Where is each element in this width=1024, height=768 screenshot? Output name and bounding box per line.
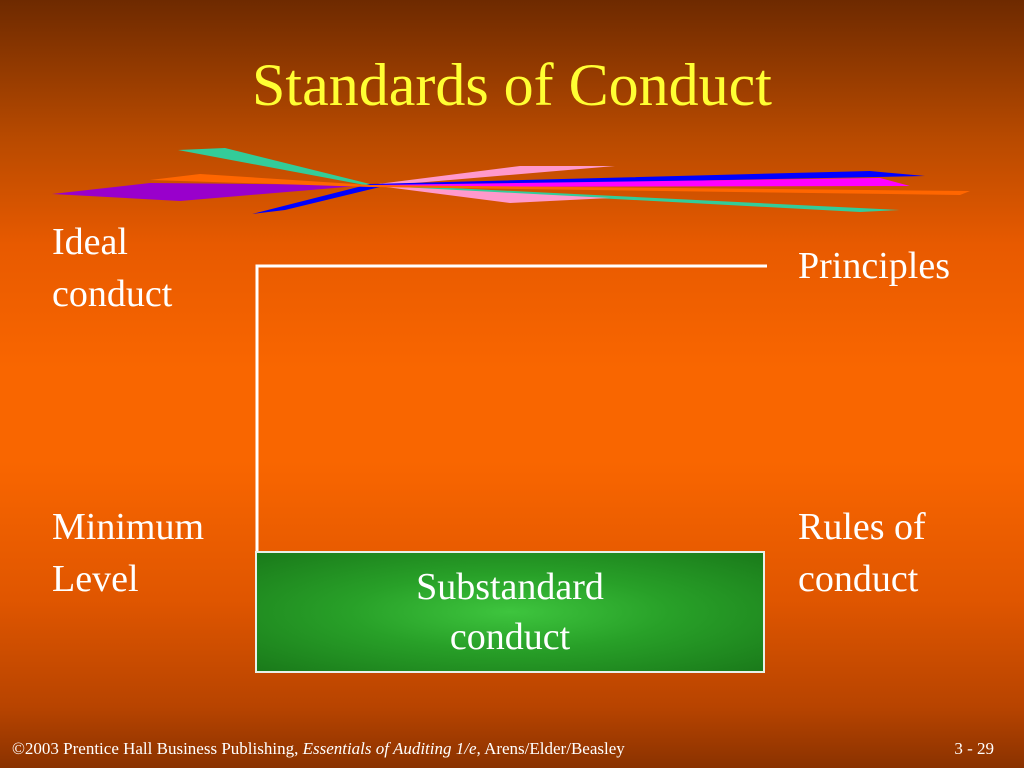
rules-of-conduct-label: Rules of conduct <box>798 501 926 605</box>
ideal-conduct-label: Ideal conduct <box>52 216 172 320</box>
stripe-orange <box>150 174 970 195</box>
decorative-stripes <box>52 148 970 214</box>
substandard-conduct-line-1: Substandard <box>416 566 604 608</box>
ideal-conduct-line-2: conduct <box>52 273 173 315</box>
stripe-purple <box>52 183 370 201</box>
principles-label: Principles <box>798 245 950 287</box>
footer-copyright: ©2003 Prentice Hall Business Publishing, <box>12 739 299 758</box>
stripe-blue <box>252 171 925 214</box>
footer-book-title: Essentials of Auditing 1/e, <box>302 739 481 758</box>
footer-authors: Arens/Elder/Beasley <box>484 739 625 758</box>
rules-of-conduct-line-2: conduct <box>798 558 919 600</box>
stripe-magenta <box>370 178 910 187</box>
substandard-conduct-box: Substandard conduct <box>255 551 765 673</box>
rules-of-conduct-line-1: Rules of <box>798 506 926 548</box>
substandard-conduct-line-2: conduct <box>449 616 571 658</box>
stripe-pink <box>370 166 615 203</box>
minimum-level-line-2: Level <box>52 558 139 600</box>
slide-number: 3 - 29 <box>954 739 994 758</box>
bracket-line <box>255 264 767 552</box>
minimum-level-line-1: Minimum <box>52 506 205 548</box>
ideal-conduct-line-1: Ideal <box>52 221 128 263</box>
footer-citation: ©2003 Prentice Hall Business Publishing,… <box>12 738 625 760</box>
stripe-teal <box>178 148 900 212</box>
minimum-level-label: Minimum Level <box>52 501 204 605</box>
slide-title: Standards of Conduct <box>252 52 772 118</box>
